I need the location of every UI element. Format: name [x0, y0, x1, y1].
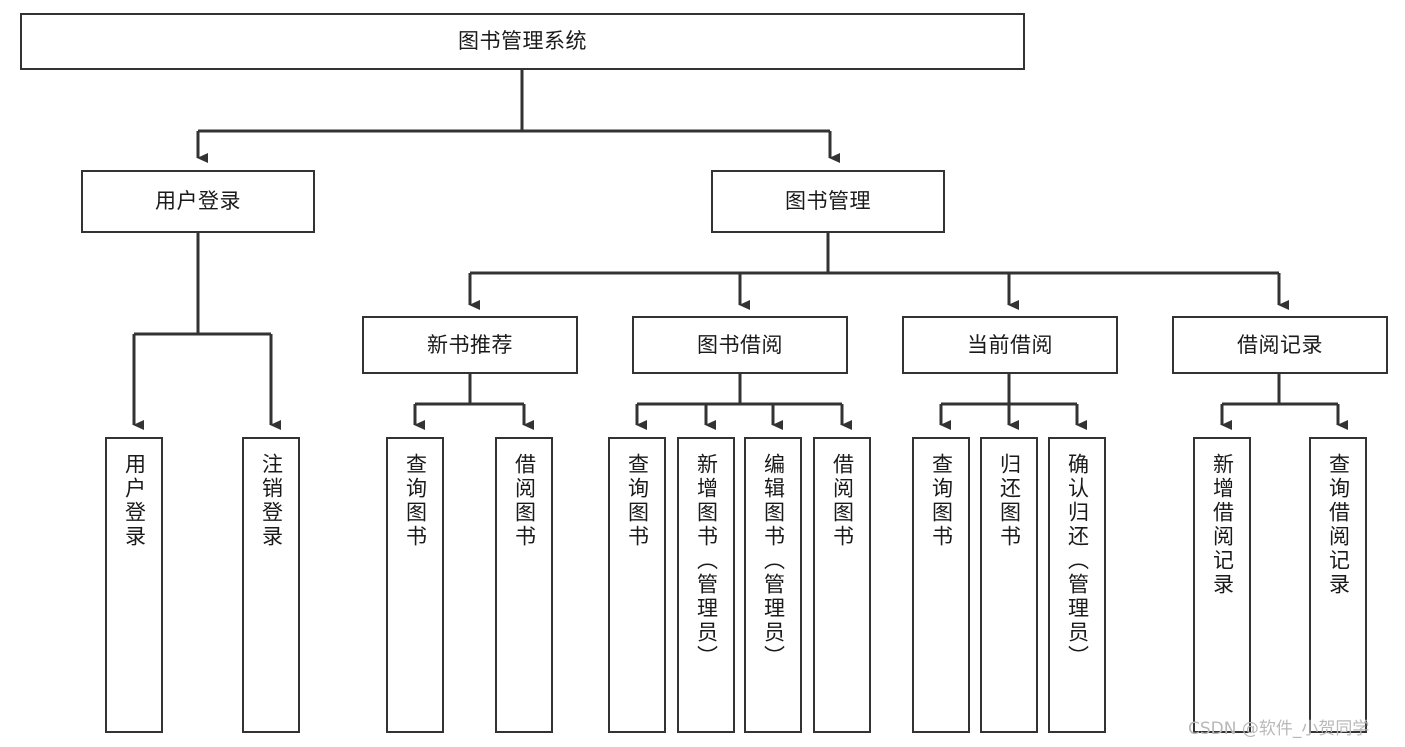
node-book-borrow-label: 图书借阅	[697, 332, 783, 357]
leaf-borrowrecord-add-record[interactable]: 新增借阅记录	[1193, 437, 1251, 733]
leaf-newbook-borrow-book[interactable]: 借阅图书	[495, 437, 553, 733]
node-root-label: 图书管理系统	[458, 29, 587, 54]
leaf-borrowrecord-query-record[interactable]: 查询借阅记录	[1309, 437, 1367, 733]
leaf-bookborrow-add-book[interactable]: 新增图书（管理员）	[677, 437, 735, 733]
leaf-user-login[interactable]: 用户登录	[105, 437, 163, 733]
node-book-borrow[interactable]: 图书借阅	[632, 316, 848, 374]
leaf-currentborrow-query-book[interactable]: 查询图书	[912, 437, 970, 733]
leaf-currentborrow-return-book[interactable]: 归还图书	[980, 437, 1038, 733]
leaf-borrowrecord-query-record-label: 查询借阅记录	[1326, 453, 1351, 597]
node-book-management[interactable]: 图书管理	[711, 170, 945, 233]
leaf-borrowrecord-add-record-label: 新增借阅记录	[1210, 453, 1235, 597]
csdn-watermark: CSDN @软件_小贺同学	[1188, 719, 1370, 739]
leaf-bookborrow-borrow-book[interactable]: 借阅图书	[813, 437, 871, 733]
leaf-bookborrow-borrow-book-label: 借阅图书	[830, 453, 855, 549]
leaf-currentborrow-query-book-label: 查询图书	[929, 453, 954, 549]
leaf-user-login-label: 用户登录	[122, 453, 147, 549]
leaf-newbook-borrow-book-label: 借阅图书	[512, 453, 537, 549]
node-user-login[interactable]: 用户登录	[81, 170, 315, 233]
leaf-newbook-query-book-label: 查询图书	[403, 453, 428, 549]
leaf-bookborrow-query-book[interactable]: 查询图书	[608, 437, 666, 733]
node-new-book-recommend[interactable]: 新书推荐	[362, 316, 578, 374]
node-current-borrow-label: 当前借阅	[967, 332, 1053, 357]
leaf-currentborrow-confirm-return-label: 确认归还（管理员）	[1065, 453, 1090, 669]
leaf-bookborrow-query-book-label: 查询图书	[625, 453, 650, 549]
leaf-bookborrow-add-book-label: 新增图书（管理员）	[694, 453, 719, 669]
leaf-currentborrow-return-book-label: 归还图书	[997, 453, 1022, 549]
leaf-newbook-query-book[interactable]: 查询图书	[386, 437, 444, 733]
node-new-book-recommend-label: 新书推荐	[427, 332, 513, 357]
node-borrow-record[interactable]: 借阅记录	[1172, 316, 1388, 374]
node-user-login-label: 用户登录	[155, 189, 241, 214]
leaf-logout[interactable]: 注销登录	[242, 437, 300, 733]
node-borrow-record-label: 借阅记录	[1237, 332, 1323, 357]
leaf-bookborrow-edit-book-label: 编辑图书（管理员）	[761, 453, 786, 669]
leaf-bookborrow-edit-book[interactable]: 编辑图书（管理员）	[744, 437, 802, 733]
node-current-borrow[interactable]: 当前借阅	[902, 316, 1118, 374]
node-book-management-label: 图书管理	[785, 189, 871, 214]
leaf-currentborrow-confirm-return[interactable]: 确认归还（管理员）	[1048, 437, 1106, 733]
leaf-logout-label: 注销登录	[259, 453, 284, 549]
node-root-book-management-system[interactable]: 图书管理系统	[20, 13, 1025, 70]
